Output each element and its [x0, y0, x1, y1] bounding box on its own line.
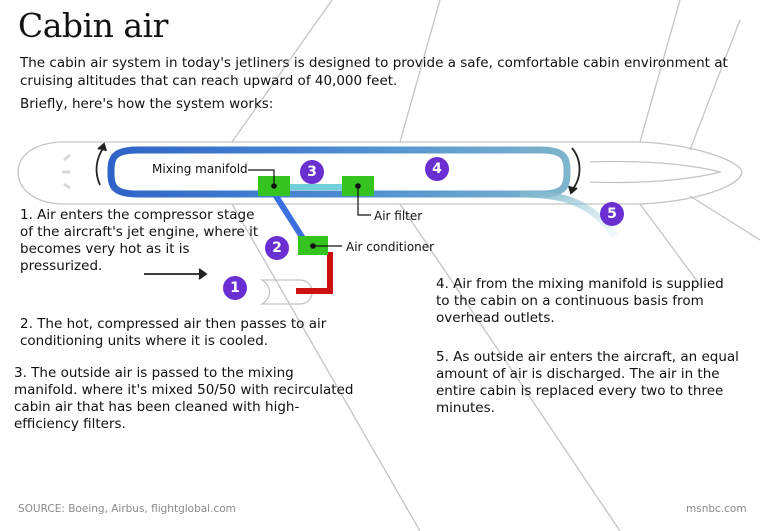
- loop-arrow-left: [95, 146, 105, 186]
- step-5-badge: 5: [600, 202, 624, 226]
- engine-nacelle: [259, 279, 313, 305]
- fuselage: [17, 141, 743, 205]
- step-1-text: 1. Air enters the compressor stage of th…: [20, 207, 259, 274]
- leader-lines: [248, 169, 371, 249]
- step-2-badge: 2: [265, 236, 289, 260]
- step-2-text: 2. The hot, compressed air then passes t…: [20, 316, 327, 349]
- intro-text: The cabin air system in today's jetliner…: [20, 55, 728, 89]
- air-conditioner-label: Air conditioner: [346, 240, 435, 254]
- lower-stabilizer: [639, 195, 760, 286]
- mixing-manifold-label: Mixing manifold: [152, 162, 248, 176]
- briefly-text: Briefly, here's how the system works:: [20, 96, 274, 112]
- step-4-text: 4. Air from the mixing manifold is suppl…: [436, 276, 724, 326]
- cooled-air-duct: [271, 191, 307, 242]
- step-3-text: 3. The outside air is passed to the mixi…: [14, 365, 354, 432]
- cockpit-window: [62, 153, 71, 190]
- step-3-badge: 3: [300, 160, 324, 184]
- upper-stabilizer: [639, 0, 741, 151]
- publisher-credit: msnbc.com: [686, 503, 747, 515]
- page-title: Cabin air: [18, 6, 168, 45]
- lower-wing: [231, 203, 621, 531]
- loop-arrow-right: [571, 147, 581, 191]
- aircraft-outline: [17, 0, 760, 531]
- exhaust-flow: [519, 190, 618, 239]
- step-5-text: 5. As outside air enters the aircraft, a…: [436, 349, 739, 416]
- hot-air-duct: [296, 252, 333, 294]
- source-credit: SOURCE: Boeing, Airbus, flightglobal.com: [18, 503, 236, 515]
- step-1-badge: 1: [223, 276, 247, 300]
- upper-wing: [231, 0, 441, 143]
- air-filter-label: Air filter: [374, 209, 423, 223]
- flow-arrows: [95, 142, 581, 280]
- step-4-badge: 4: [425, 157, 449, 181]
- tail-cone-window: [589, 160, 723, 184]
